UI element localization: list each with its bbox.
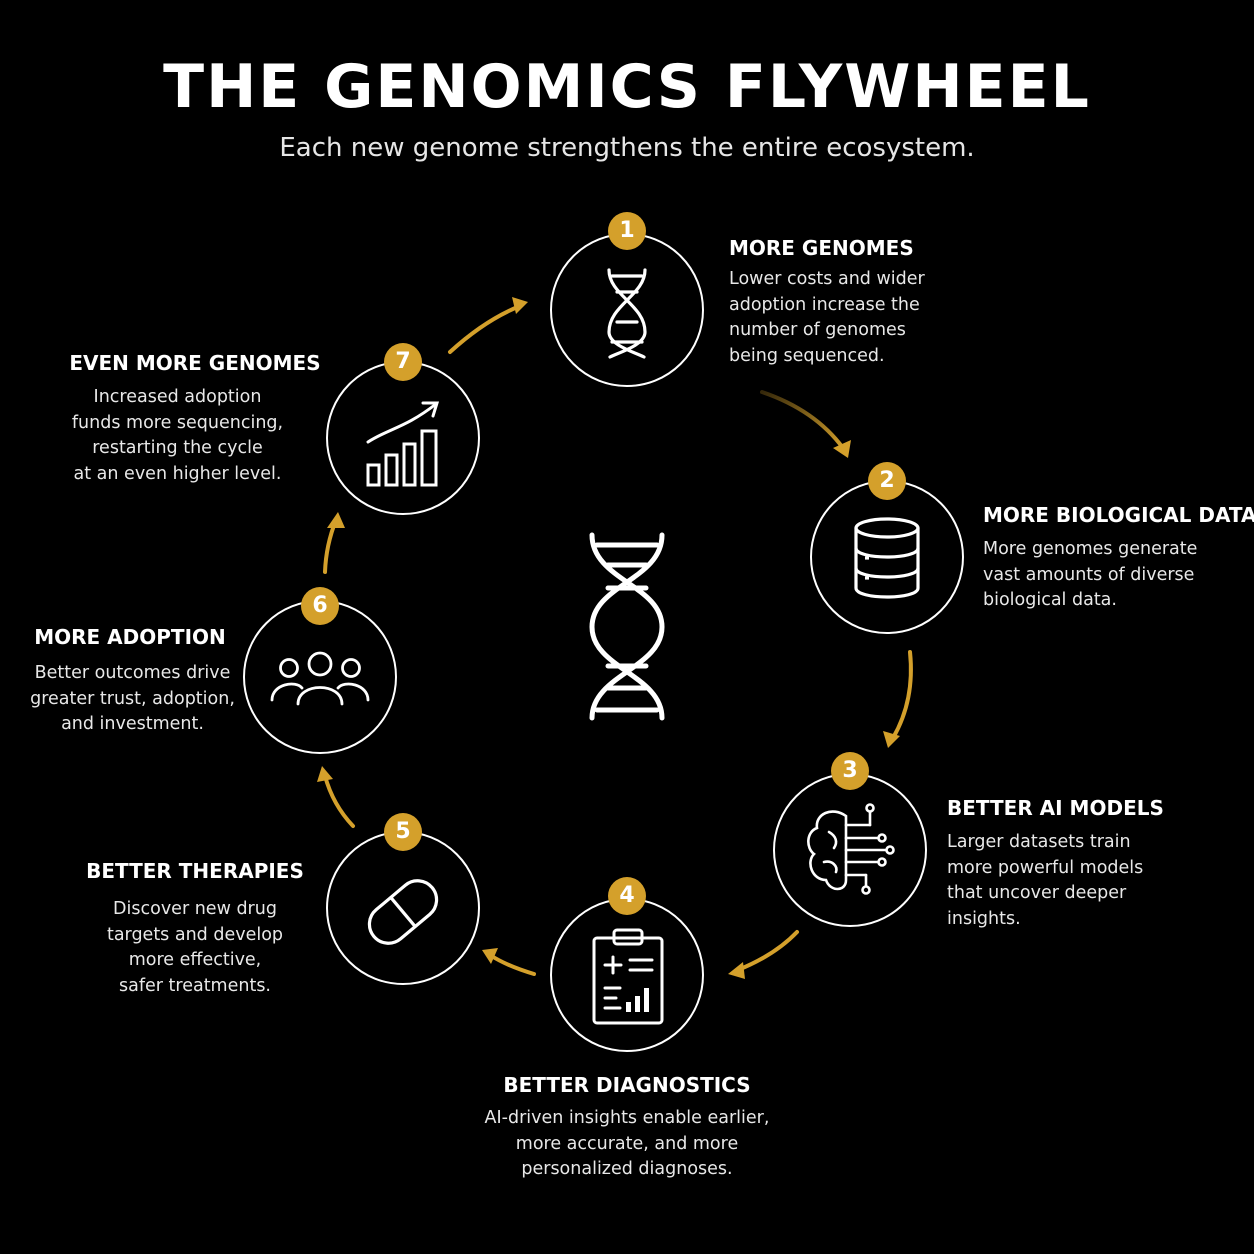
step-number-4: 4 xyxy=(619,883,635,908)
node-circle-1 xyxy=(550,233,704,387)
node-circle-5 xyxy=(326,831,480,985)
database-icon xyxy=(854,517,920,599)
arrow-1-to-2 xyxy=(760,390,845,450)
node-title-2: MORE BIOLOGICAL DATA xyxy=(983,503,1254,527)
pill-icon xyxy=(367,879,439,945)
growth-chart-icon xyxy=(366,401,440,487)
number-badge-4 xyxy=(608,877,646,915)
node-circle-7 xyxy=(326,361,480,515)
step-number-7: 7 xyxy=(395,349,411,374)
arrowhead-2 xyxy=(833,440,851,458)
node-circle-4 xyxy=(550,898,704,1052)
people-icon xyxy=(270,651,370,706)
node-title-1: MORE GENOMES xyxy=(729,236,914,260)
dna-icon xyxy=(607,268,647,359)
clipboard-chart-icon xyxy=(592,928,664,1025)
arrowhead-3 xyxy=(883,731,900,748)
arrow-7-to-1 xyxy=(448,304,522,354)
node-title-6: MORE ADOPTION xyxy=(34,625,226,649)
arrow-heads xyxy=(317,297,900,979)
arrow-4-to-5 xyxy=(488,953,536,976)
node-description-4: AI-driven insights enable earlier,more a… xyxy=(484,1108,770,1179)
clipboard-bars xyxy=(626,988,649,1012)
page-title: THE GENOMICS FLYWHEEL xyxy=(163,52,1091,122)
step-number-1: 1 xyxy=(619,218,635,243)
node-title-5: BETTER THERAPIES xyxy=(86,859,304,883)
flow-arrows xyxy=(323,304,913,976)
number-badge-1 xyxy=(608,212,646,250)
arrow-2-to-3 xyxy=(891,650,913,740)
number-badge-2 xyxy=(868,462,906,500)
node-title-7: EVEN MORE GENOMES xyxy=(69,351,321,375)
center-dna-icon xyxy=(589,532,665,721)
arrowhead-7 xyxy=(327,512,345,528)
node-title-3: BETTER AI MODELS xyxy=(947,796,1164,820)
arrow-3-to-4 xyxy=(736,930,799,972)
arrowhead-6 xyxy=(317,766,333,782)
step-number-3: 3 xyxy=(842,758,858,783)
number-badge-3 xyxy=(831,752,869,790)
page-subtitle: Each new genome strengthens the entire e… xyxy=(279,133,975,163)
arrowhead-5 xyxy=(482,948,498,964)
number-badge-6 xyxy=(301,587,339,625)
arrow-5-to-6 xyxy=(323,774,355,828)
node-title-4: BETTER DIAGNOSTICS xyxy=(503,1073,751,1097)
arrowhead-1 xyxy=(512,297,528,314)
arrowhead-4 xyxy=(728,962,745,979)
brain-circuit-icon xyxy=(807,803,895,895)
step-number-6: 6 xyxy=(312,593,328,618)
step-number-5: 5 xyxy=(395,819,411,844)
number-badge-5 xyxy=(384,813,422,851)
step-number-2: 2 xyxy=(879,468,895,493)
number-badge-7 xyxy=(384,343,422,381)
